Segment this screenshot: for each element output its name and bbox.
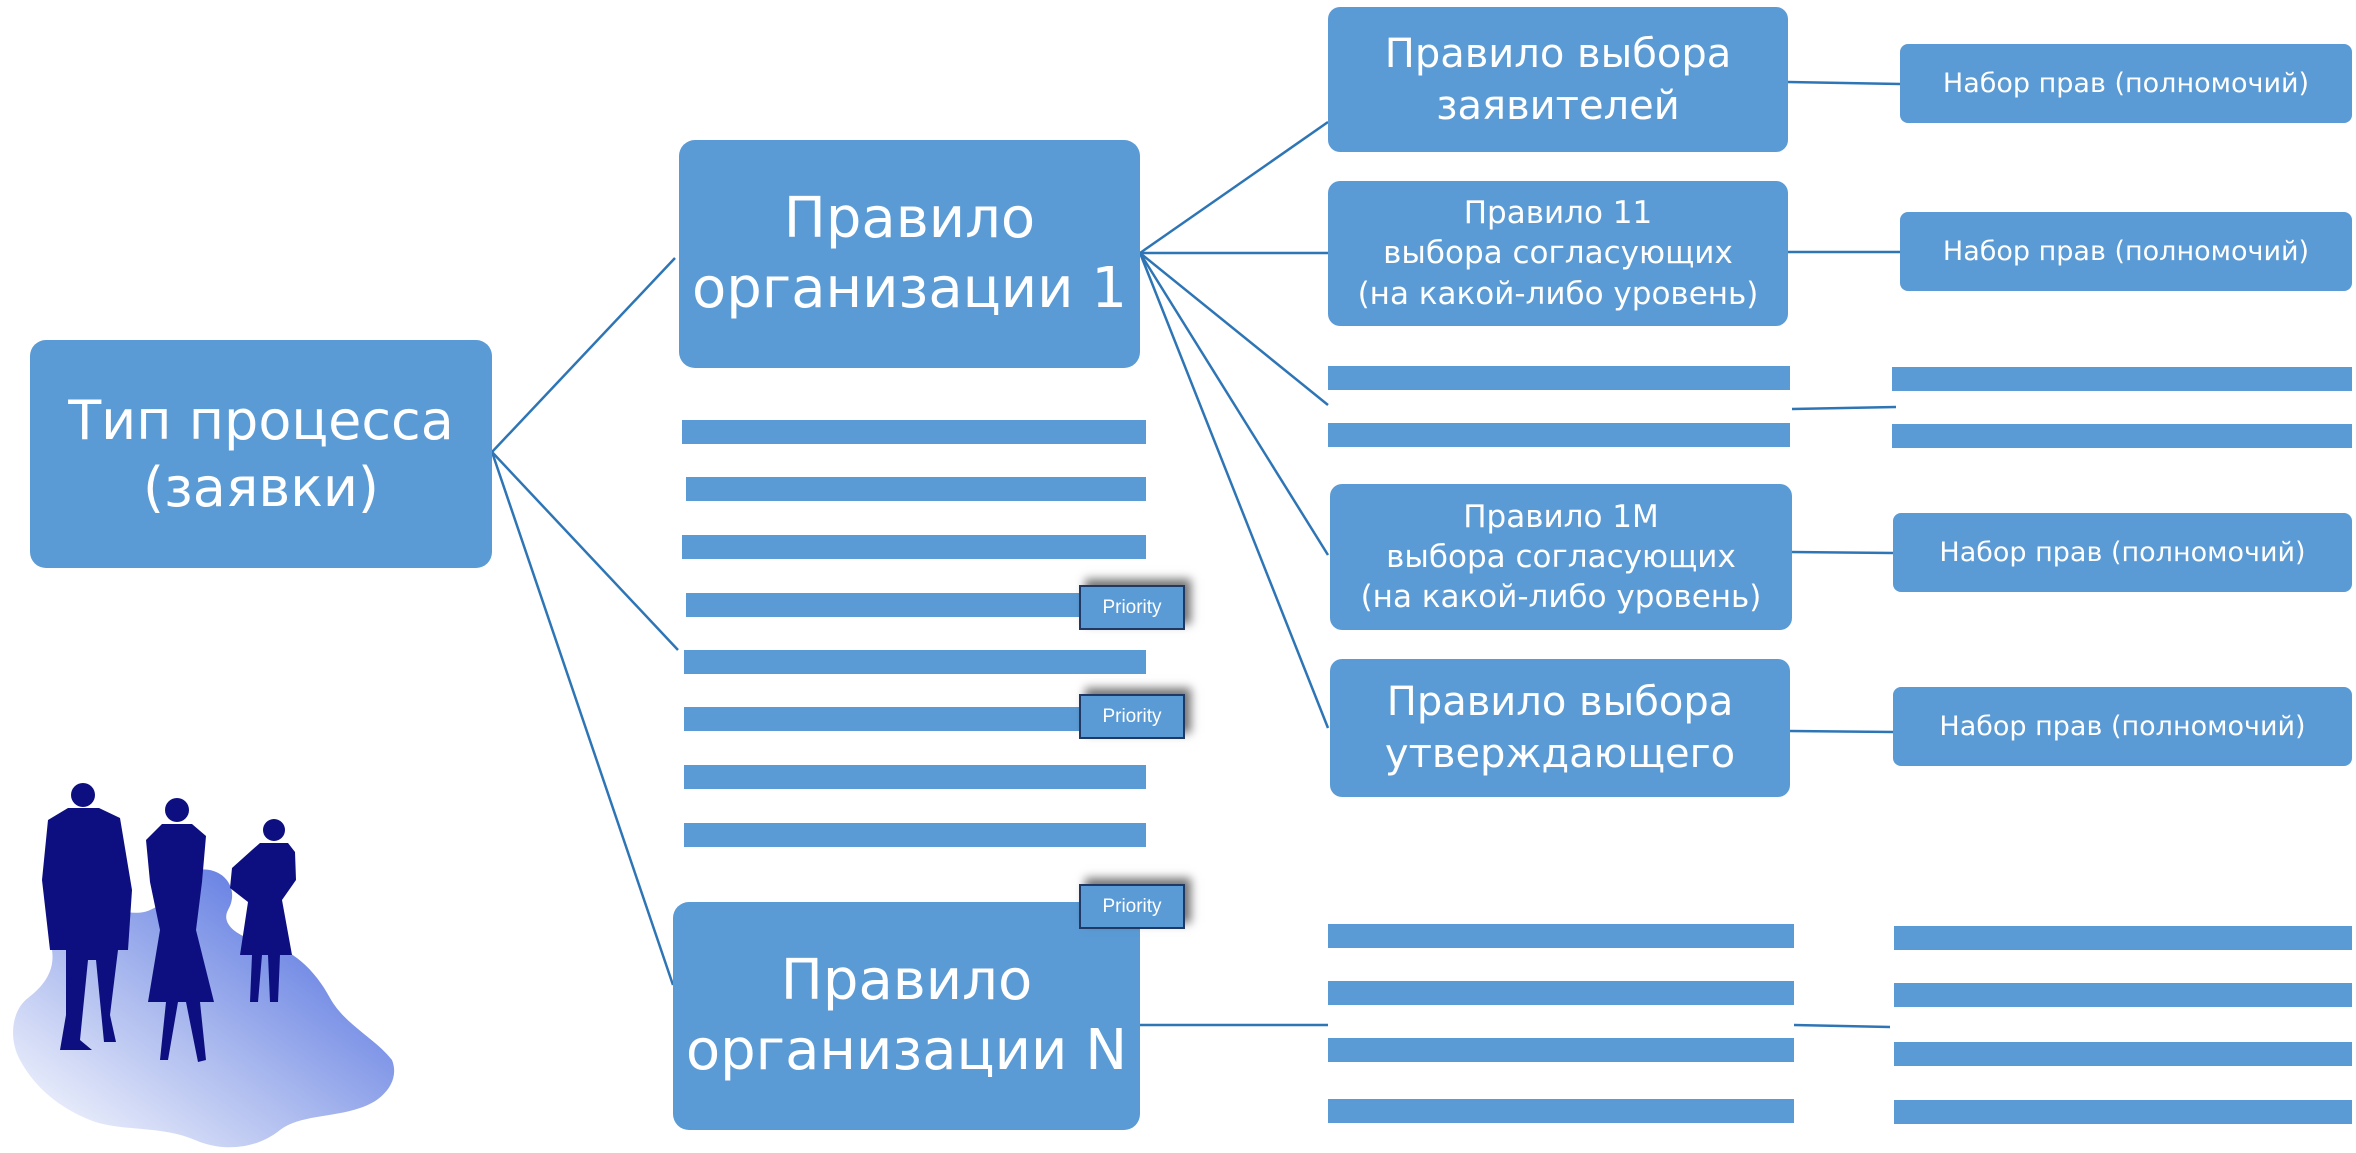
placeholder-bar <box>1894 1100 2352 1124</box>
final-approver-rule-node: Правило выбора утверждающего <box>1330 659 1790 797</box>
applicant-rule-node: Правило выбора заявителей <box>1328 7 1788 152</box>
placeholder-bar <box>1894 926 2352 950</box>
placeholder-bar <box>1328 1038 1794 1062</box>
placeholder-bar <box>1328 924 1794 948</box>
process-type-node: Тип процесса (заявки) <box>30 340 492 568</box>
placeholder-bar <box>682 420 1146 444</box>
placeholder-bar <box>684 823 1146 847</box>
placeholder-bar <box>1892 424 2352 448</box>
placeholder-bar <box>1894 1042 2352 1066</box>
org-rule-1-node: Правило организации 1 <box>679 140 1140 368</box>
priority-tag: Priority <box>1079 694 1185 739</box>
priority-tag: Priority <box>1079 585 1185 630</box>
placeholder-bar <box>1328 366 1790 390</box>
placeholder-bar <box>684 765 1146 789</box>
placeholder-bar <box>1328 981 1794 1005</box>
approver-rule-11-node: Правило 11 выбора согласующих (на какой-… <box>1328 181 1788 326</box>
placeholder-bar <box>686 593 1146 617</box>
rights-set-node: Набор прав (полномочий) <box>1893 687 2352 766</box>
placeholder-bar <box>684 650 1146 674</box>
placeholder-bar <box>684 707 1146 731</box>
org-rule-n-node: Правило организации N <box>673 902 1140 1130</box>
placeholder-bar <box>1328 1099 1794 1123</box>
placeholder-bar <box>686 477 1146 501</box>
placeholder-bar <box>1894 983 2352 1007</box>
placeholder-bar <box>1892 367 2352 391</box>
rights-set-node: Набор прав (полномочий) <box>1900 212 2352 291</box>
placeholder-bar <box>682 535 1146 559</box>
rights-set-node: Набор прав (полномочий) <box>1900 44 2352 123</box>
rights-set-node: Набор прав (полномочий) <box>1893 513 2352 592</box>
placeholder-bar <box>1328 423 1790 447</box>
approver-rule-1m-node: Правило 1M выбора согласующих (на какой-… <box>1330 484 1792 630</box>
business-people-puzzle-icon <box>13 783 395 1148</box>
priority-tag: Priority <box>1079 884 1185 929</box>
